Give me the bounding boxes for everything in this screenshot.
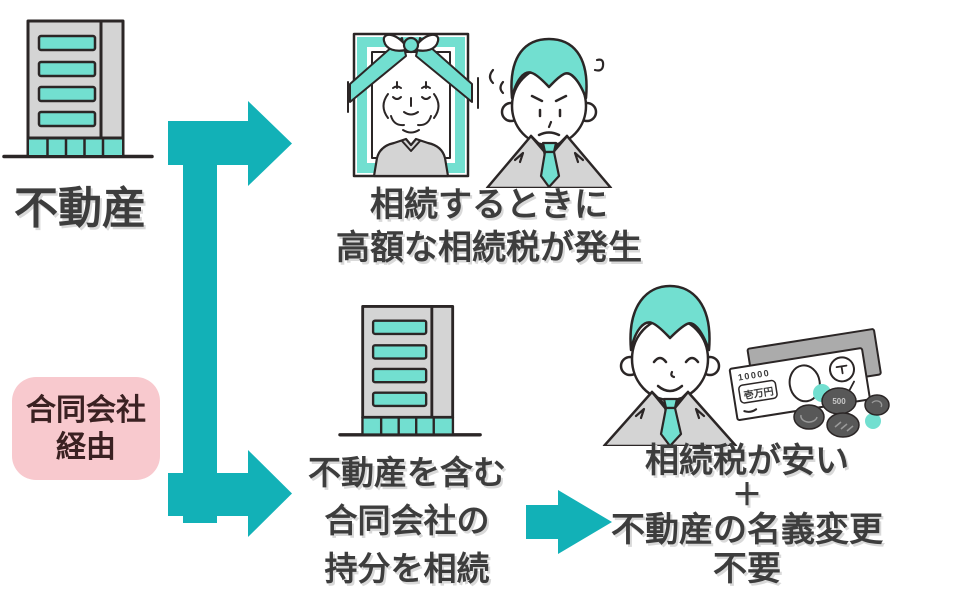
necktie — [539, 141, 561, 188]
elder-face — [382, 81, 440, 134]
caption-line: 相続するときに — [370, 186, 608, 224]
svg-text:500: 500 — [832, 397, 846, 406]
coin-accent — [865, 413, 881, 429]
caption-line: 不要 — [713, 550, 781, 588]
money-icon: 10000 壱万円 500 — [728, 328, 890, 438]
badge-line: 合同会社 — [26, 393, 146, 427]
caption-line: 高額な相続税が発生 — [336, 229, 642, 267]
caption-line: 不動産の名義変更 — [611, 511, 883, 549]
caption-line: 合同会社の — [324, 502, 490, 539]
plus-sign: ＋ — [732, 479, 762, 512]
llc-route-badge: 合同会社 経由 — [12, 377, 160, 480]
coins: 500 — [793, 387, 890, 438]
caption-line: 持分を相続 — [324, 550, 490, 587]
llc-inheritance-caption: 不動産を含む 合同会社の 持分を相続 — [284, 449, 530, 593]
funeral-portrait-icon — [347, 32, 479, 178]
caption-line: 不動産を含む — [308, 454, 506, 491]
real-estate-building-icon — [2, 19, 154, 159]
llc-building-icon — [338, 304, 482, 437]
badge-line: 経由 — [56, 430, 116, 464]
happy-heir-icon — [602, 284, 738, 446]
sad-heir-icon — [485, 37, 613, 188]
happy-face — [652, 356, 700, 393]
sad-face — [530, 94, 568, 137]
flow-arrow-icon — [526, 490, 612, 554]
branch-arrow-icon — [168, 101, 292, 537]
llc-outcome-caption: 相続税が安い ＋ 不動産の名義変更 不要 — [594, 441, 900, 589]
direct-inheritance-caption: 相続するときに 高額な相続税が発生 — [305, 184, 673, 270]
real-estate-label: 不動産 — [14, 184, 146, 233]
necktie — [659, 397, 683, 446]
caption-line: 相続税が安い — [645, 442, 849, 480]
